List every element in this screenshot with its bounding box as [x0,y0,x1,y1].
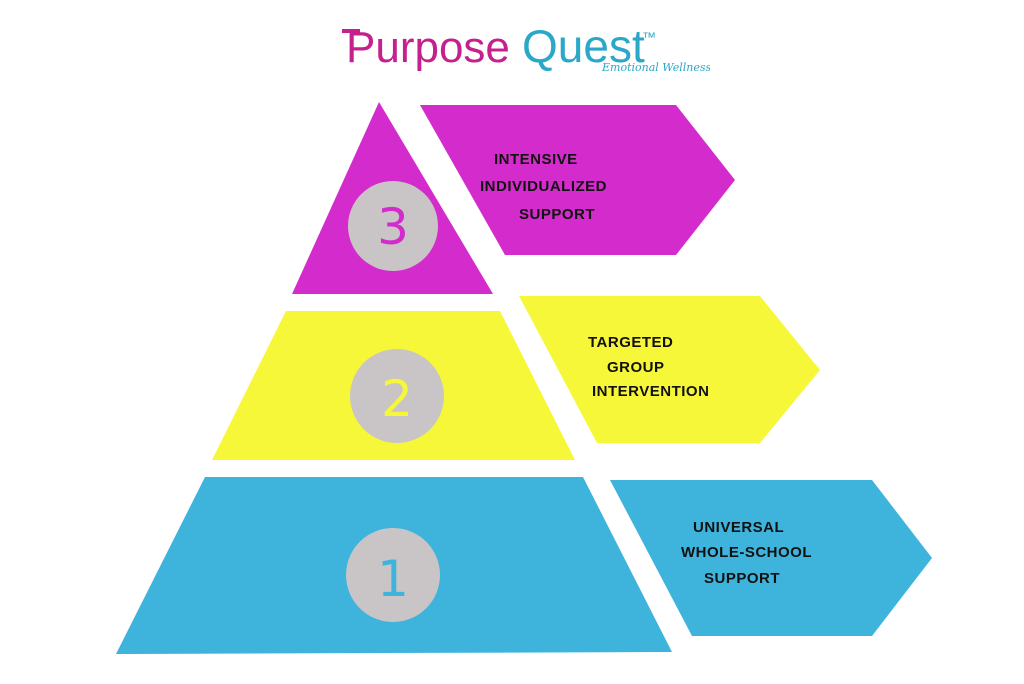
tier-1-label-line-3: SUPPORT [704,570,780,587]
tier-3-label-line-1: INTENSIVE [494,151,578,168]
tier-2-number: 2 [381,370,413,428]
logo-trademark: ™ [642,29,656,45]
logo-tagline: Emotional Wellness [601,61,710,74]
tier-3-number-circle [348,181,438,271]
tier-1-label-line-2: WHOLE-SCHOOL [681,544,812,561]
logo-brand-purpose: Purpose [346,23,510,72]
purposequest-logo: Purpose Quest ™ Emotional Wellness [342,20,710,74]
tier-2: 2 TARGETED GROUP INTERVENTION [212,296,820,460]
logo-cross-mark [342,29,360,33]
tier-1: 1 UNIVERSAL WHOLE-SCHOOL SUPPORT [116,477,932,654]
tier-1-number: 1 [377,550,409,608]
tier-3-number: 3 [377,198,409,256]
tier-3-label-line-3: SUPPORT [519,206,595,223]
tier-1-number-circle [346,528,440,622]
tier-2-label-line-3: INTERVENTION [592,383,709,400]
tier-2-label-line-2: GROUP [607,359,665,376]
tier-1-label-line-1: UNIVERSAL [693,519,784,536]
tier-3-arrow [420,105,735,255]
tier-2-number-circle [350,349,444,443]
logo-brand-quest: Quest [522,20,645,72]
tier-1-arrow [610,480,932,636]
tier-3-label-line-2: INDIVIDUALIZED [480,178,607,195]
tier-2-arrow [519,296,820,443]
tier-3: 3 INTENSIVE INDIVIDUALIZED SUPPORT [292,102,735,294]
tier-2-label-line-1: TARGETED [588,334,673,351]
